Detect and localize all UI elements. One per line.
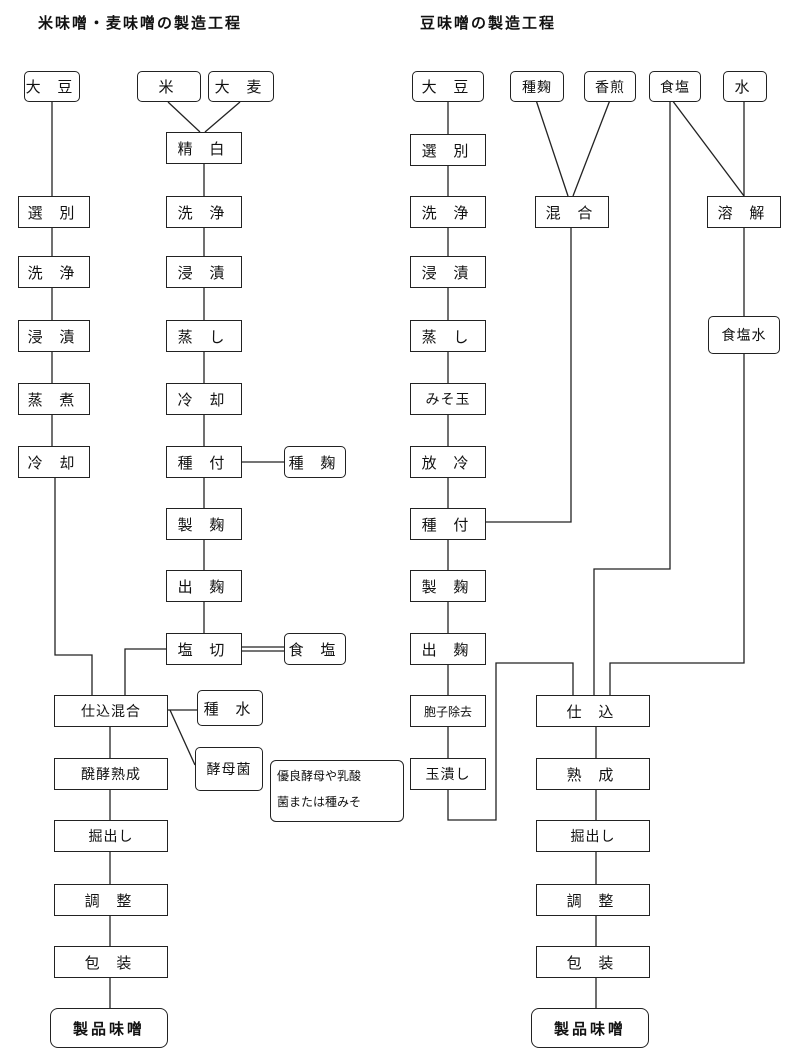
dissolve-box: 溶 解 xyxy=(707,196,781,228)
right-sorting-box: 選 別 xyxy=(410,134,486,166)
right-preparation-box: 仕 込 xyxy=(536,695,650,727)
right-adjust-box: 調 整 xyxy=(536,884,650,916)
right-packaging-box: 包 装 xyxy=(536,946,650,978)
right-koji-removal-box: 出 麹 xyxy=(410,633,486,665)
left-product-box: 製品味噌 xyxy=(50,1008,168,1048)
salt-cutting-box: 塩 切 xyxy=(166,633,242,665)
koji-making-box: 製 麹 xyxy=(166,508,242,540)
right-dig-out-box: 掘出し xyxy=(536,820,650,852)
left-soybean-box: 大 豆 xyxy=(24,71,80,102)
yeast-note-line-1: 優良酵母や乳酸 xyxy=(277,769,362,783)
grain-inoculation-box: 種 付 xyxy=(166,446,242,478)
left-washing-box: 洗 浄 xyxy=(18,256,90,288)
mix-box: 混 合 xyxy=(535,196,609,228)
ball-crushing-box: 玉潰し xyxy=(410,758,486,790)
polishing-box: 精 白 xyxy=(166,132,242,164)
seed-koji-box: 種麹 xyxy=(510,71,564,102)
right-washing-box: 洗 浄 xyxy=(410,196,486,228)
left-diagram-title: 米味噌・麦味噌の製造工程 xyxy=(38,14,243,32)
brine-box: 食塩水 xyxy=(708,316,780,354)
water-box: 水 xyxy=(723,71,767,102)
miso-ball-box: みそ玉 xyxy=(410,383,486,415)
grain-washing-box: 洗 浄 xyxy=(166,196,242,228)
spore-removal-box: 胞子除去 xyxy=(410,695,486,727)
left-soaking-box: 浸 漬 xyxy=(18,320,90,352)
right-product-box: 製品味噌 xyxy=(531,1008,649,1048)
koji-removal-box: 出 麹 xyxy=(166,570,242,602)
left-adjust-box: 調 整 xyxy=(54,884,168,916)
yeast-note-line-2: 菌または種みそ xyxy=(277,795,362,809)
grain-soaking-box: 浸 漬 xyxy=(166,256,242,288)
maturation-box: 熟 成 xyxy=(536,758,650,790)
left-boiling-box: 蒸 煮 xyxy=(18,383,90,415)
seed-water-box: 種 水 xyxy=(197,690,263,726)
grain-steaming-box: 蒸 し xyxy=(166,320,242,352)
fermentation-box: 醗酵熟成 xyxy=(54,758,168,790)
right-inoculation-box: 種 付 xyxy=(410,508,486,540)
left-sorting-box: 選 別 xyxy=(18,196,90,228)
right-diagram-title: 豆味噌の製造工程 xyxy=(420,14,557,32)
left-salt-box: 食 塩 xyxy=(284,633,346,665)
barley-box: 大 麦 xyxy=(208,71,274,102)
right-cooling-box: 放 冷 xyxy=(410,446,486,478)
right-steaming-box: 蒸 し xyxy=(410,320,486,352)
aroma-box: 香煎 xyxy=(584,71,636,102)
yeast-note: 優良酵母や乳酸 菌または種みそ xyxy=(270,760,404,822)
koji-seed-box: 種 麹 xyxy=(284,446,346,478)
yeast-box: 酵母菌 xyxy=(195,747,263,791)
right-salt-box: 食塩 xyxy=(649,71,701,102)
left-packaging-box: 包 装 xyxy=(54,946,168,978)
right-soaking-box: 浸 漬 xyxy=(410,256,486,288)
mixing-box: 仕込混合 xyxy=(54,695,168,727)
rice-box: 米 xyxy=(137,71,201,102)
left-cooling-box: 冷 却 xyxy=(18,446,90,478)
left-dig-out-box: 掘出し xyxy=(54,820,168,852)
right-koji-making-box: 製 麹 xyxy=(410,570,486,602)
right-soybean-box: 大 豆 xyxy=(412,71,484,102)
grain-cooling-box: 冷 却 xyxy=(166,383,242,415)
